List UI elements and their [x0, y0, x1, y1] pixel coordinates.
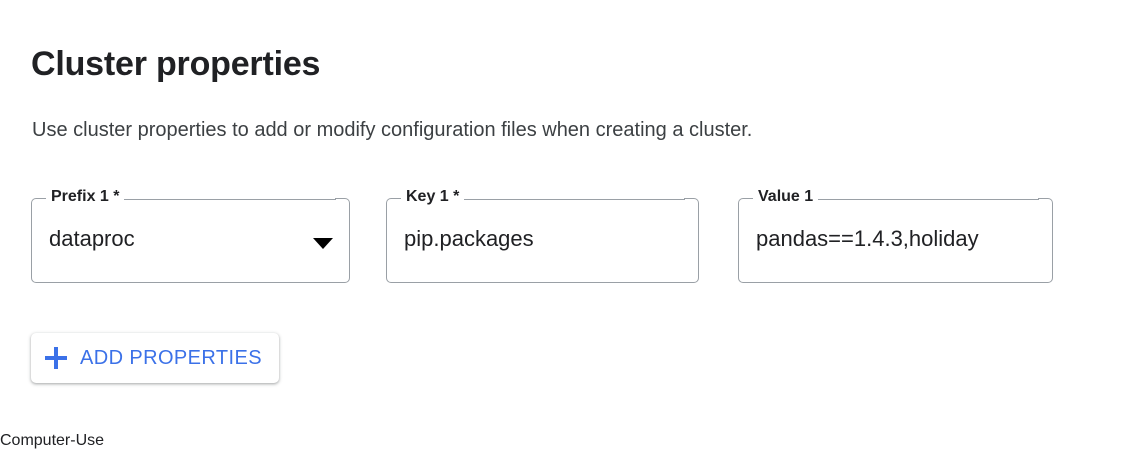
value-input[interactable]: Value 1 pandas==1.4.3,holiday [738, 187, 1053, 283]
chevron-down-icon[interactable] [313, 238, 333, 249]
value-field-value: pandas==1.4.3,holiday [756, 226, 979, 251]
key-input[interactable]: Key 1 * pip.packages [386, 187, 699, 283]
add-properties-button-label: ADD PROPERTIES [80, 347, 262, 369]
key-field-value: pip.packages [404, 226, 534, 251]
page-description: Use cluster properties to add or modify … [32, 119, 753, 141]
value-field-label: Value 1 [754, 187, 819, 207]
prefix-field-label: Prefix 1 * [47, 187, 125, 207]
prefix-field-value: dataproc [49, 226, 135, 251]
prefix-select[interactable]: Prefix 1 * dataproc [31, 187, 350, 283]
key-field-label: Key 1 * [402, 187, 465, 207]
cluster-properties-panel: Cluster properties Use cluster propertie… [0, 44, 1122, 383]
page-title: Cluster properties [31, 44, 321, 83]
property-row-1: Prefix 1 * dataproc Key 1 * pip.packages… [0, 187, 1122, 288]
plus-icon [45, 347, 67, 369]
add-properties-button[interactable]: ADD PROPERTIES [31, 333, 279, 383]
